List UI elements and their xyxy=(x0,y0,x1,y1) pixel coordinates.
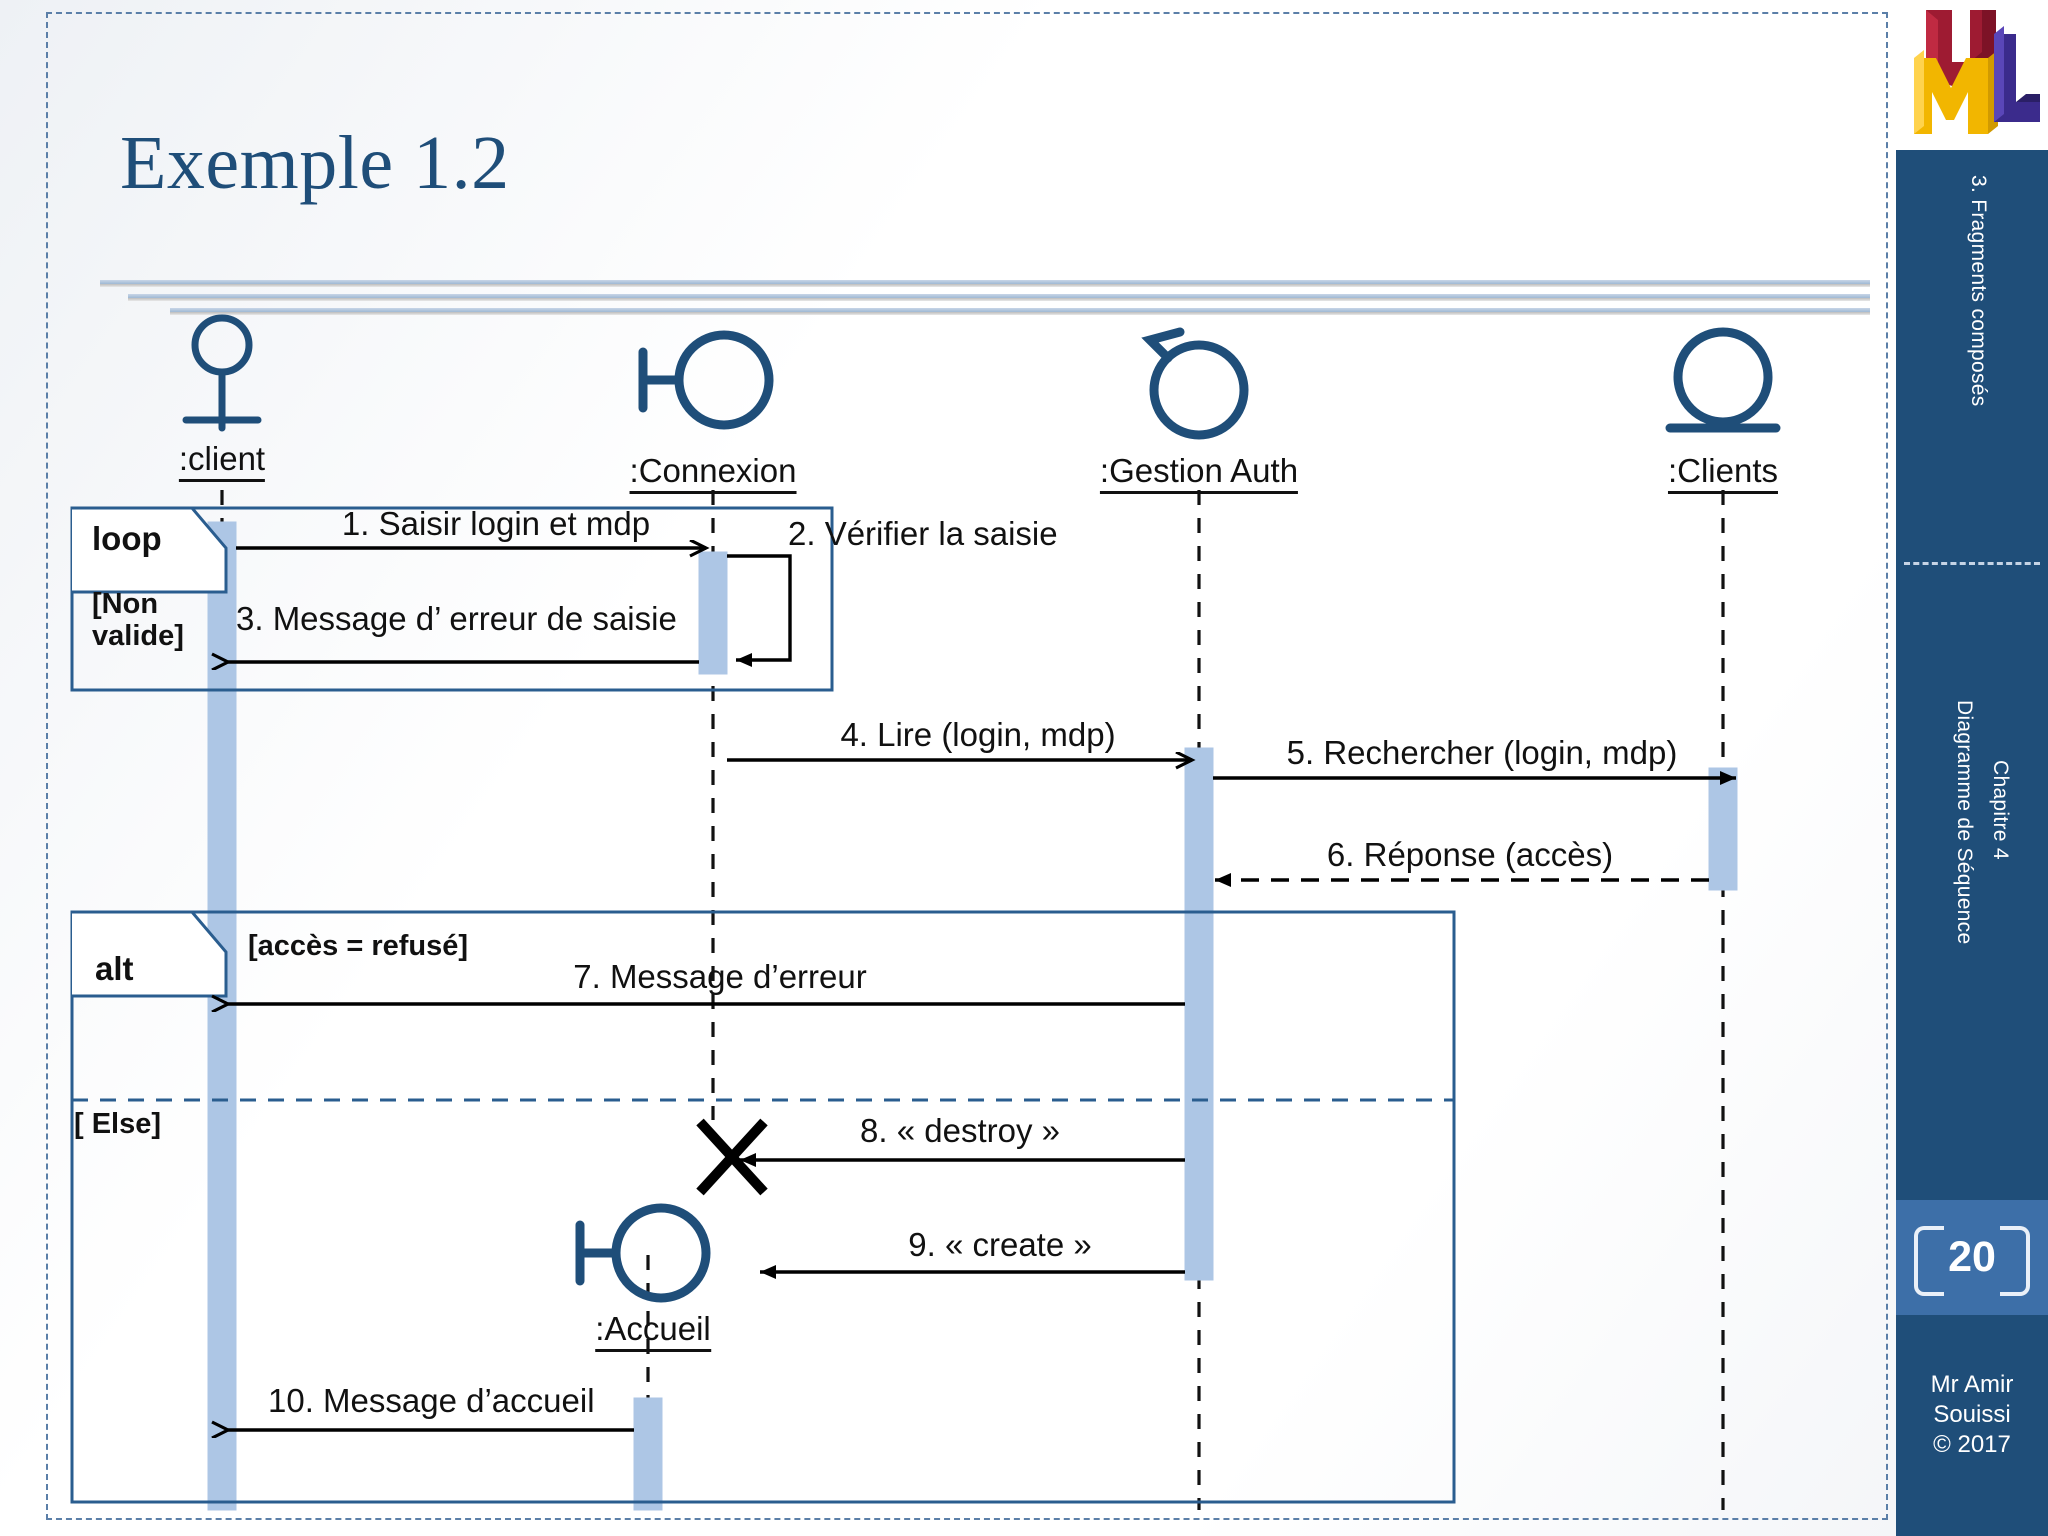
accueil-boundary-icon xyxy=(575,1203,711,1303)
lifeline-dashes xyxy=(220,490,1725,1510)
fragment-guard-loop-line1: [Non xyxy=(92,588,159,620)
page-number-box: 20 xyxy=(1896,1200,2048,1315)
lifeline-label-gestionauth[interactable]: :Gestion Auth xyxy=(1099,452,1299,494)
lifeline-label-accueil[interactable]: :Accueil xyxy=(595,1310,711,1352)
page-title: Exemple 1.2 xyxy=(120,121,510,205)
fragment-operator-alt: alt xyxy=(95,950,134,987)
title-rule-1 xyxy=(100,280,1870,287)
author-line-1: Mr Amir xyxy=(1930,1371,2014,1398)
activation-bars xyxy=(207,521,1738,1511)
message-label-2: 2. Vérifier la saisie xyxy=(788,515,1058,552)
sidebar-section-label: 3. Fragments composés xyxy=(1967,175,1990,407)
boundary-icon xyxy=(638,330,774,430)
loop-fragment-box xyxy=(70,506,834,692)
destroy-x-icon xyxy=(696,1118,768,1196)
fragment-operator-loop: loop xyxy=(92,520,162,557)
sidebar-chapter-label: Chapitre 4 xyxy=(1989,760,2012,860)
lifeline-label-client[interactable]: :client xyxy=(178,440,266,482)
page-number: 20 xyxy=(1948,1233,1996,1281)
lifeline-label-clients[interactable]: :Clients xyxy=(1667,452,1779,494)
sidebar: 3. Fragments composés Chapitre 4 Diagram… xyxy=(1888,0,2048,1536)
message-arrows xyxy=(228,548,1736,1430)
author-line-2: Souissi xyxy=(1933,1401,2011,1428)
lifeline-label-connexion[interactable]: :Connexion xyxy=(629,452,797,494)
sidebar-chapter-band xyxy=(1896,580,2048,1200)
message-label-5: 5. Rechercher (login, mdp) xyxy=(1286,734,1678,771)
title-rule-3 xyxy=(170,308,1870,315)
message-label-4: 4. Lire (login, mdp) xyxy=(840,716,1116,753)
message-label-1: 1. Saisir login et mdp xyxy=(341,505,651,542)
author-footer: Mr Amir Souissi © 2017 xyxy=(1896,1370,2048,1460)
entity-icon xyxy=(1665,327,1781,433)
title-rule-2 xyxy=(128,294,1870,301)
bracket-left-icon xyxy=(1914,1226,1944,1296)
message-arrow-2 xyxy=(727,554,792,667)
uml-logo-icon xyxy=(1914,10,2040,134)
control-icon xyxy=(1141,327,1249,440)
message-label-7: 7. Message d’erreur xyxy=(573,958,867,995)
actor-stick-figure-icon xyxy=(182,314,262,432)
sidebar-footer-band xyxy=(1896,1315,2048,1536)
message-label-9: 9. « create » xyxy=(908,1226,1092,1263)
fragment-guard-loop-line2: valide] xyxy=(92,620,184,653)
message-label-3: 3. Message d’ erreur de saisie xyxy=(236,600,677,637)
fragment-guard-alt-1: [accès = refusé] xyxy=(248,930,469,962)
sequence-diagram: :client :Connexion :Gestion Auth :Client… xyxy=(70,314,1781,1511)
message-label-10: 10. Message d’accueil xyxy=(268,1382,595,1419)
bracket-right-icon xyxy=(2000,1226,2030,1296)
fragment-guard-loop: [Non valide] xyxy=(92,588,184,653)
sidebar-section-band xyxy=(1896,150,2048,580)
alt-fragment-box xyxy=(70,910,1456,1504)
message-label-8: 8. « destroy » xyxy=(860,1112,1060,1149)
message-label-6: 6. Réponse (accès) xyxy=(1326,836,1614,873)
sidebar-divider xyxy=(1904,562,2040,565)
fragment-guard-alt-2: [ Else] xyxy=(74,1108,162,1140)
author-line-3: © 2017 xyxy=(1933,1431,2011,1458)
sidebar-chapter-sub-label: Diagramme de Séquence xyxy=(1953,700,1976,945)
